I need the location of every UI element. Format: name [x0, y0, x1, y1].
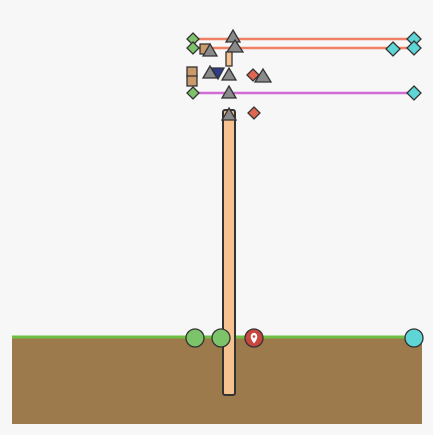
- ground: [12, 336, 422, 424]
- far-end-markers[interactable]: [385, 31, 422, 101]
- green-circle-marker[interactable]: [185, 328, 205, 348]
- cyan-diamond-marker[interactable]: [406, 40, 422, 56]
- red-diamond-marker[interactable]: [247, 106, 261, 120]
- cyan-diamond-marker[interactable]: [385, 41, 401, 57]
- gray-triangle-marker[interactable]: [220, 84, 238, 99]
- cyan-diamond-marker[interactable]: [406, 85, 422, 101]
- gray-triangle-marker[interactable]: [220, 106, 238, 121]
- green-diamond-marker[interactable]: [186, 41, 200, 55]
- pole-top-cap: [225, 51, 233, 67]
- gray-triangle-marker[interactable]: [224, 28, 242, 43]
- ground-markers[interactable]: [185, 328, 424, 348]
- gray-triangle-marker[interactable]: [225, 38, 245, 53]
- green-circle-marker[interactable]: [211, 328, 231, 348]
- utility-pole[interactable]: [222, 109, 236, 396]
- pin-icon: [250, 332, 258, 344]
- red-diamond-marker[interactable]: [246, 68, 260, 82]
- pin-icon-dot: [252, 335, 256, 338]
- green-diamond-marker[interactable]: [186, 86, 200, 100]
- tan-square-marker[interactable]: [186, 75, 198, 87]
- pole-top-cluster[interactable]: [186, 28, 273, 121]
- navy-triangle-marker[interactable]: [210, 67, 226, 81]
- gray-triangle-marker[interactable]: [220, 66, 238, 81]
- cyan-circle-marker[interactable]: [404, 328, 424, 348]
- gray-triangle-marker[interactable]: [201, 42, 219, 57]
